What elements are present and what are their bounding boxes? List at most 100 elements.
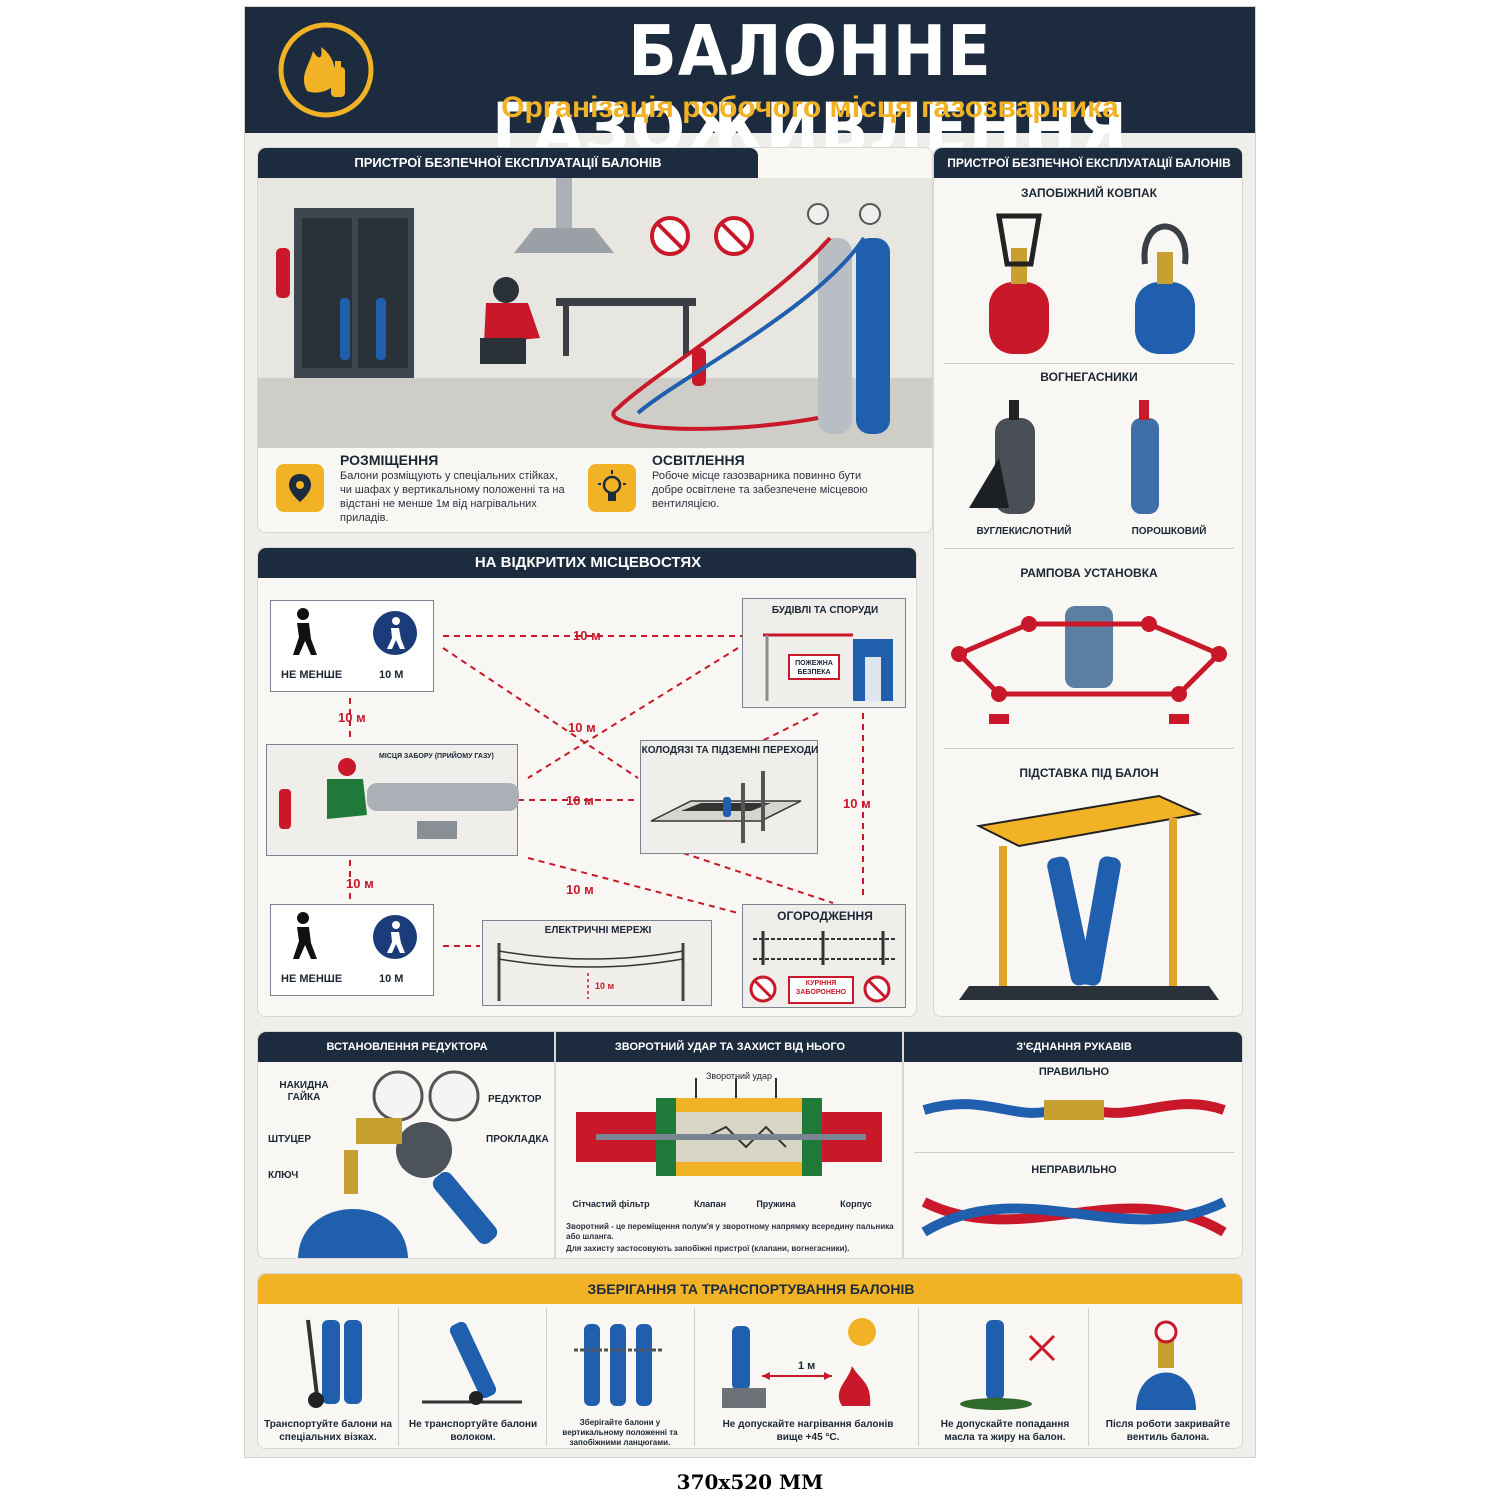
walking-person-icon-bottom	[293, 912, 317, 959]
gas-intake-illustration	[279, 758, 519, 839]
lightbulb-icon	[588, 464, 636, 512]
reducer-illustration	[298, 1070, 498, 1258]
wells-box: КОЛОДЯЗІ ТА ПІДЗЕМНІ ПЕРЕХОДИ	[640, 740, 818, 854]
stand-label: ПІДСТАВКА ПІД БАЛОН	[1019, 766, 1159, 780]
buildings-box: БУДІВЛІ ТА СПОРУДИ ПОЖЕЖНА БЕЗПЕКА	[742, 598, 906, 708]
hoses-panel-title: З'ЄДНАННЯ РУКАВІВ	[904, 1032, 1242, 1062]
storage-item-2-label: Не транспортуйте балони волоком.	[408, 1419, 538, 1443]
person-distance-box-top: НЕ МЕНШЕ 10 м	[270, 600, 434, 692]
gas-intake-label: МІСЦЯ ЗАБОРУ (ПРИЙОМУ ГАЗУ)	[379, 753, 494, 760]
storage-item-5-label: Не допускайте попадання масла та жиру на…	[940, 1419, 1070, 1443]
spring-label: Пружина	[756, 1199, 796, 1209]
devices-panel: ПРИСТРОЇ БЕЗПЕЧНОЇ ЕКСПЛУАТАЦІЇ БАЛОНІВ …	[933, 147, 1243, 1017]
chained-cylinders-icon	[574, 1324, 664, 1406]
wrong-label: НЕПРАВИЛЬНО	[1031, 1164, 1117, 1176]
not-less-label-bottom: НЕ МЕНШЕ	[281, 973, 343, 985]
distance-label-5: 10 м	[843, 796, 871, 811]
poster-header: БАЛОННЕ ГАЗОЖИВЛЕННЯ Організація робочог…	[245, 7, 1255, 169]
building-illustration	[763, 633, 893, 701]
walking-person-icon	[293, 608, 317, 655]
person-distance-box-bottom: НЕ МЕНШЕ 10 м	[270, 904, 434, 996]
extinguishers-label: ВОГНЕГАСНИКИ	[1040, 370, 1138, 384]
distance-label-7: 10 м	[566, 882, 594, 897]
body-label: Корпус	[840, 1199, 872, 1209]
ramp-installation-illustration	[951, 606, 1227, 724]
backfire-protection-text: Для захисту застосовують запобіжні прист…	[566, 1244, 850, 1253]
electric-networks-box: ЕЛЕКТРИЧНІ МЕРЕЖІ 10 м	[482, 920, 712, 1006]
valve-label: Клапан	[693, 1199, 727, 1209]
power-lines-illustration	[497, 943, 685, 1001]
welder-workplace-illustration	[258, 178, 932, 448]
workplace-panel-title: ПРИСТРОЇ БЕЗПЕЧНОЇ ЕКСПЛУАТАЦІЇ БАЛОНІВ	[258, 148, 758, 178]
distance-arrows-illustration	[349, 635, 864, 947]
reducer-label: РЕДУКТОР	[488, 1094, 542, 1105]
gas-flame-logo-icon	[278, 22, 374, 118]
distance-label-1: 10 м	[573, 628, 601, 643]
distance-label-4: 10 м	[566, 793, 594, 808]
storage-item-1-label: Транспортуйте балони на спеціальних візк…	[264, 1419, 392, 1443]
buildings-label: БУДІВЛІ ТА СПОРУДИ	[771, 605, 879, 616]
correct-hose-connection-illustration	[922, 1099, 1226, 1120]
cylinder-stand-illustration	[959, 794, 1219, 1000]
reducer-panel: ВСТАНОВЛЕННЯ РЕДУКТОРА НАКИДНА ГАЙКА ШТУ…	[257, 1031, 555, 1259]
safety-poster: БАЛОННЕ ГАЗОЖИВЛЕННЯ Організація робочог…	[244, 6, 1256, 1458]
placement-text: Балони розміщують у спеціальних стійках,…	[340, 470, 565, 524]
heating-distance-label: 1 м	[798, 1360, 816, 1372]
fitting-label: ШТУЦЕР	[268, 1134, 312, 1145]
gas-intake-box: МІСЦЯ ЗАБОРУ (ПРИЙОМУ ГАЗУ)	[266, 744, 519, 856]
wrong-hose-connection-illustration	[921, 1197, 1227, 1237]
poster-size-label: 370x520 ММ	[676, 1470, 824, 1494]
backfire-panel: ЗВОРОТНИЙ УДАР ТА ЗАХИСТ ВІД НЬОГО Зворо…	[555, 1031, 903, 1259]
powder-extinguisher-label: ПОРОШКОВИЙ	[1131, 526, 1207, 537]
storage-item-6-label: Після роботи закривайте вентиль балона.	[1105, 1419, 1231, 1443]
flashback-arrestor-illustration	[576, 1078, 882, 1176]
ten-m-label-top: 10 м	[379, 669, 404, 681]
placement-title: РОЗМІЩЕННЯ	[340, 452, 439, 468]
electric-distance-label: 10 м	[595, 981, 615, 991]
cylinder-cap-illustration	[989, 213, 1195, 354]
extinguishers-illustration	[969, 400, 1159, 514]
closed-valve-icon	[1136, 1320, 1196, 1410]
backfire-panel-title: ЗВОРОТНИЙ УДАР ТА ЗАХИСТ ВІД НЬОГО	[556, 1032, 902, 1062]
no-dragging-icon	[422, 1321, 522, 1405]
cylinder-cart-icon	[306, 1319, 362, 1408]
storage-panel: ЗБЕРІГАННЯ ТА ТРАНСПОРТУВАННЯ БАЛОНІВ Тр…	[257, 1273, 1243, 1449]
cap-label: ЗАПОБІЖНИЙ КОВПАК	[1021, 186, 1157, 200]
sub-title: Організація робочого місця газозварника	[501, 91, 1119, 124]
workplace-panel: ПРИСТРОЇ БЕЗПЕЧНОЇ ЕКСПЛУАТАЦІЇ БАЛОНІВ	[257, 147, 933, 533]
electric-networks-label: ЕЛЕКТРИЧНІ МЕРЕЖІ	[544, 925, 652, 936]
no-heating-icon	[722, 1318, 876, 1408]
outdoor-panel: НА ВІДКРИТИХ МІСЦЕВОСТЯХ	[257, 547, 917, 1017]
backfire-definition-text: Зворотний - це переміщення полум'я у зво…	[566, 1222, 894, 1241]
no-smoking-sign-label: КУРІННЯ ЗАБОРОНЕНО	[795, 980, 847, 996]
ten-m-label-bottom: 10 м	[379, 973, 404, 985]
storage-item-3-label: Зберігайте балони у вертикальному положе…	[562, 1418, 678, 1447]
location-pin-icon	[276, 464, 324, 512]
pedestrian-sign-icon-bottom	[373, 915, 417, 959]
reducer-panel-title: ВСТАНОВЛЕННЯ РЕДУКТОРА	[258, 1032, 554, 1062]
not-less-label-top: НЕ МЕНШЕ	[281, 669, 343, 681]
filter-label: Сітчастий фільтр	[572, 1199, 650, 1209]
distance-label-2: 10 м	[338, 710, 366, 725]
storage-panel-title: ЗБЕРІГАННЯ ТА ТРАНСПОРТУВАННЯ БАЛОНІВ	[258, 1274, 1242, 1304]
hoses-panel: З'ЄДНАННЯ РУКАВІВ ПРАВИЛЬНО НЕПРАВИЛЬНО	[903, 1031, 1243, 1259]
nut-label: НАКИДНА ГАЙКА	[279, 1080, 329, 1103]
ramp-label: РАМПОВА УСТАНОВКА	[1020, 566, 1158, 580]
correct-label: ПРАВИЛЬНО	[1038, 1066, 1110, 1078]
lighting-text: Робоче місце газозварника повинно бути д…	[652, 470, 868, 510]
fire-safety-sign-label: ПОЖЕЖНА БЕЗПЕКА	[795, 660, 833, 676]
fence-box: ОГОРОДЖЕННЯ КУРІННЯ ЗАБОРОНЕНО	[742, 904, 906, 1008]
storage-item-4-label: Не допускайте нагрівання балонів вище +4…	[722, 1419, 894, 1443]
key-label: КЛЮЧ	[268, 1170, 299, 1181]
gasket-label: ПРОКЛАДКА	[486, 1134, 549, 1145]
fence-label: ОГОРОДЖЕННЯ	[777, 909, 873, 923]
outdoor-panel-title: НА ВІДКРИТИХ МІСЦЕВОСТЯХ	[258, 548, 916, 578]
distance-label-6: 10 м	[346, 876, 374, 891]
pedestrian-sign-icon	[373, 611, 417, 655]
lighting-title: ОСВІТЛЕННЯ	[652, 452, 745, 468]
no-oil-icon	[960, 1320, 1056, 1410]
devices-panel-title: ПРИСТРОЇ БЕЗПЕЧНОЇ ЕКСПЛУАТАЦІЇ БАЛОНІВ	[934, 148, 1242, 178]
co2-extinguisher-label: ВУГЛЕКИСЛОТНИЙ	[976, 526, 1072, 537]
wells-label: КОЛОДЯЗІ ТА ПІДЗЕМНІ ПЕРЕХОДИ	[641, 745, 819, 756]
well-illustration	[650, 771, 802, 843]
